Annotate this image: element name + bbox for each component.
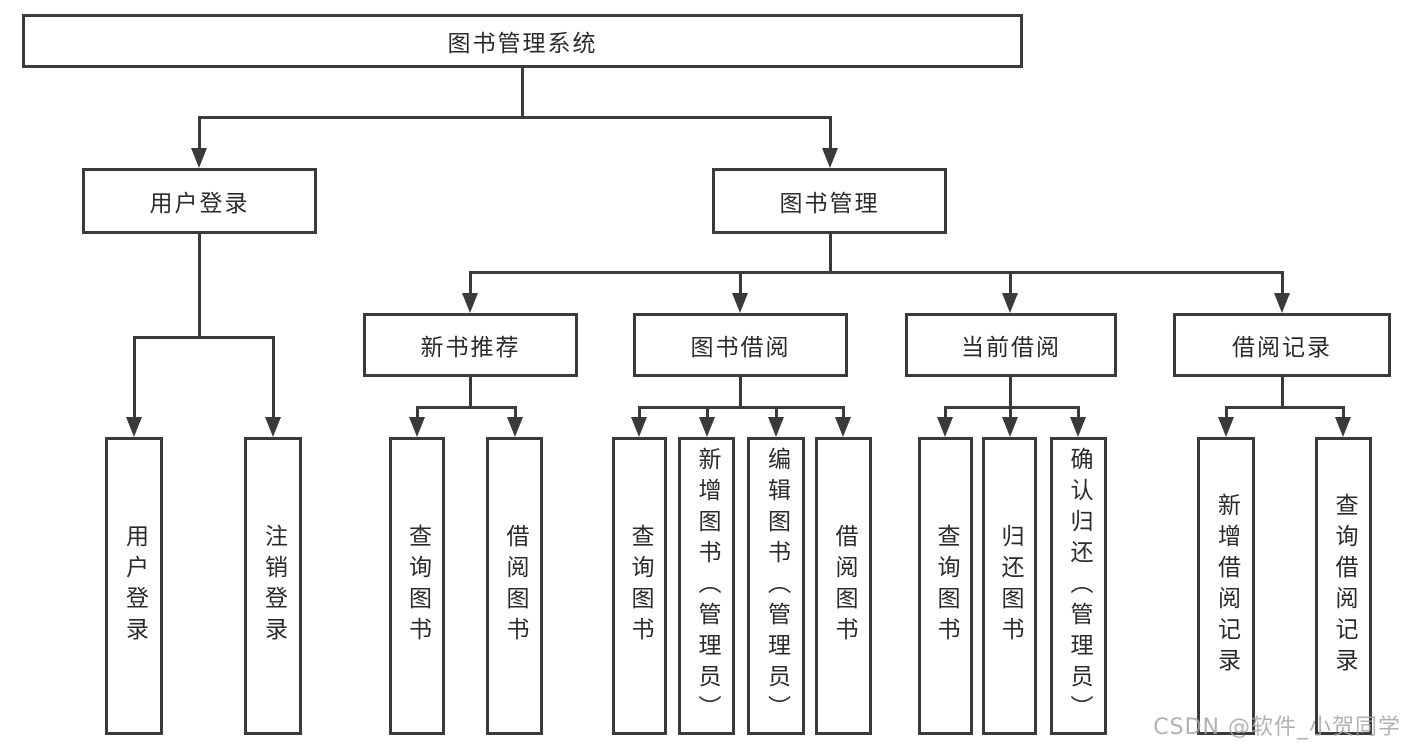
node-label: 用户登录 (121, 524, 148, 648)
node-label: 新书推荐 (420, 335, 521, 361)
node-label: 查询图书 (627, 524, 653, 648)
csdn-watermark: CSDN @软件_小贺同学 (1153, 715, 1401, 740)
node-borrow-record: 借阅记录 (1173, 313, 1391, 377)
arrow-down-icon (822, 148, 838, 168)
arrow-down-icon (1218, 417, 1234, 437)
node-leaf-borrow-book-new: 借阅图书 (486, 437, 543, 735)
node-leaf-return-book: 归还图书 (982, 437, 1037, 735)
arrow-down-icon (732, 293, 748, 313)
node-label: 图书借阅 (690, 335, 791, 361)
node-label: 借阅图书 (502, 524, 528, 648)
node-label: 图书管理系统 (447, 31, 598, 57)
connector-hline (417, 406, 516, 409)
connector-arrow-shaft (198, 116, 201, 151)
arrow-down-icon (409, 417, 425, 437)
arrow-down-icon (699, 417, 715, 437)
arrow-down-icon (265, 417, 281, 437)
connector-arrow-shaft (416, 406, 419, 420)
arrow-down-icon (631, 417, 647, 437)
node-label: 确认归还（管理员） (1066, 446, 1092, 726)
node-label: 借阅记录 (1232, 335, 1332, 361)
connector-vline (469, 377, 472, 408)
connector-arrow-shaft (1009, 406, 1012, 420)
node-leaf-edit-book: 编辑图书（管理员） (747, 437, 805, 735)
node-label: 用户登录 (149, 191, 250, 217)
connector-hline (1226, 406, 1344, 409)
connector-arrow-shaft (1009, 271, 1012, 296)
arrow-down-icon (1070, 417, 1086, 437)
connector-arrow-shaft (842, 406, 845, 420)
connector-hline (470, 271, 1283, 274)
node-label: 查询图书 (933, 524, 959, 648)
node-label: 新增图书（管理员） (694, 446, 720, 726)
connector-arrow-shaft (514, 406, 517, 420)
connector-hline (945, 406, 1079, 409)
connector-arrow-shaft (469, 271, 472, 296)
node-current-borrow: 当前借阅 (905, 313, 1117, 377)
node-label: 借阅图书 (831, 524, 857, 648)
connector-arrow-shaft (739, 271, 742, 296)
arrow-down-icon (462, 293, 478, 313)
connector-vline (521, 68, 524, 118)
connector-arrow-shaft (1342, 406, 1345, 420)
connector-arrow-shaft (133, 336, 136, 420)
node-leaf-query-book-borrow: 查询图书 (612, 437, 667, 735)
connector-vline (198, 233, 201, 338)
arrow-down-icon (937, 417, 953, 437)
connector-arrow-shaft (706, 406, 709, 420)
node-leaf-confirm-return: 确认归还（管理员） (1050, 437, 1107, 735)
node-label: 图书管理 (779, 191, 880, 217)
connector-hline (199, 116, 832, 119)
connector-arrow-shaft (272, 336, 275, 420)
node-leaf-logout: 注销登录 (244, 437, 302, 735)
node-label: 注销登录 (260, 524, 287, 648)
connector-arrow-shaft (1225, 406, 1228, 420)
connector-arrow-shaft (775, 406, 778, 420)
connector-arrow-shaft (638, 406, 641, 420)
connector-vline (1009, 377, 1012, 408)
connector-vline (1281, 377, 1284, 408)
node-leaf-query-book-current: 查询图书 (918, 437, 973, 735)
connector-arrow-shaft (944, 406, 947, 420)
arrow-down-icon (126, 417, 142, 437)
arrow-down-icon (768, 417, 784, 437)
node-label: 查询借阅记录 (1331, 493, 1357, 679)
node-label: 编辑图书（管理员） (763, 446, 790, 726)
connector-arrow-shaft (1077, 406, 1080, 420)
arrow-down-icon (191, 148, 207, 168)
connector-hline (134, 336, 274, 339)
arrow-down-icon (1002, 417, 1018, 437)
connector-arrow-shaft (829, 116, 832, 151)
connector-vline (739, 377, 742, 408)
node-label: 新增借阅记录 (1213, 493, 1240, 679)
node-leaf-query-book-new: 查询图书 (389, 437, 445, 735)
node-book-borrow: 图书借阅 (633, 313, 848, 377)
arrow-down-icon (1274, 293, 1290, 313)
connector-arrow-shaft (1281, 271, 1284, 296)
arrow-down-icon (507, 417, 523, 437)
node-user-login: 用户登录 (82, 168, 317, 234)
arrow-down-icon (1002, 293, 1018, 313)
node-label: 查询图书 (404, 524, 431, 648)
node-new-book-rec: 新书推荐 (363, 313, 578, 377)
node-label: 当前借阅 (961, 335, 1061, 361)
node-leaf-query-borrow-record: 查询借阅记录 (1315, 437, 1372, 735)
node-root: 图书管理系统 (22, 14, 1023, 68)
node-leaf-add-borrow-record: 新增借阅记录 (1197, 437, 1255, 735)
arrow-down-icon (835, 417, 851, 437)
connector-vline (829, 233, 832, 273)
node-book-mgmt: 图书管理 (712, 168, 947, 234)
node-label: 归还图书 (997, 524, 1023, 648)
node-leaf-user-login: 用户登录 (105, 437, 163, 735)
node-leaf-borrow-book: 借阅图书 (815, 437, 872, 735)
arrow-down-icon (1335, 417, 1351, 437)
node-leaf-add-book: 新增图书（管理员） (678, 437, 735, 735)
